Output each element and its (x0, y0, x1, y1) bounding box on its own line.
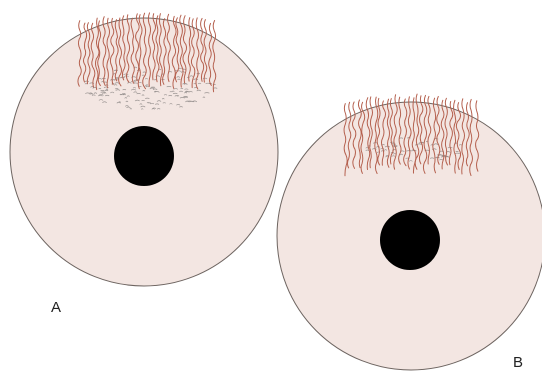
panel-label-a: A (51, 300, 61, 315)
cell-a (10, 13, 278, 286)
cell-b-nucleus (380, 210, 440, 270)
panel-label-b: B (513, 355, 523, 370)
cell-b (277, 94, 542, 370)
cell-a-nucleus (114, 126, 174, 186)
